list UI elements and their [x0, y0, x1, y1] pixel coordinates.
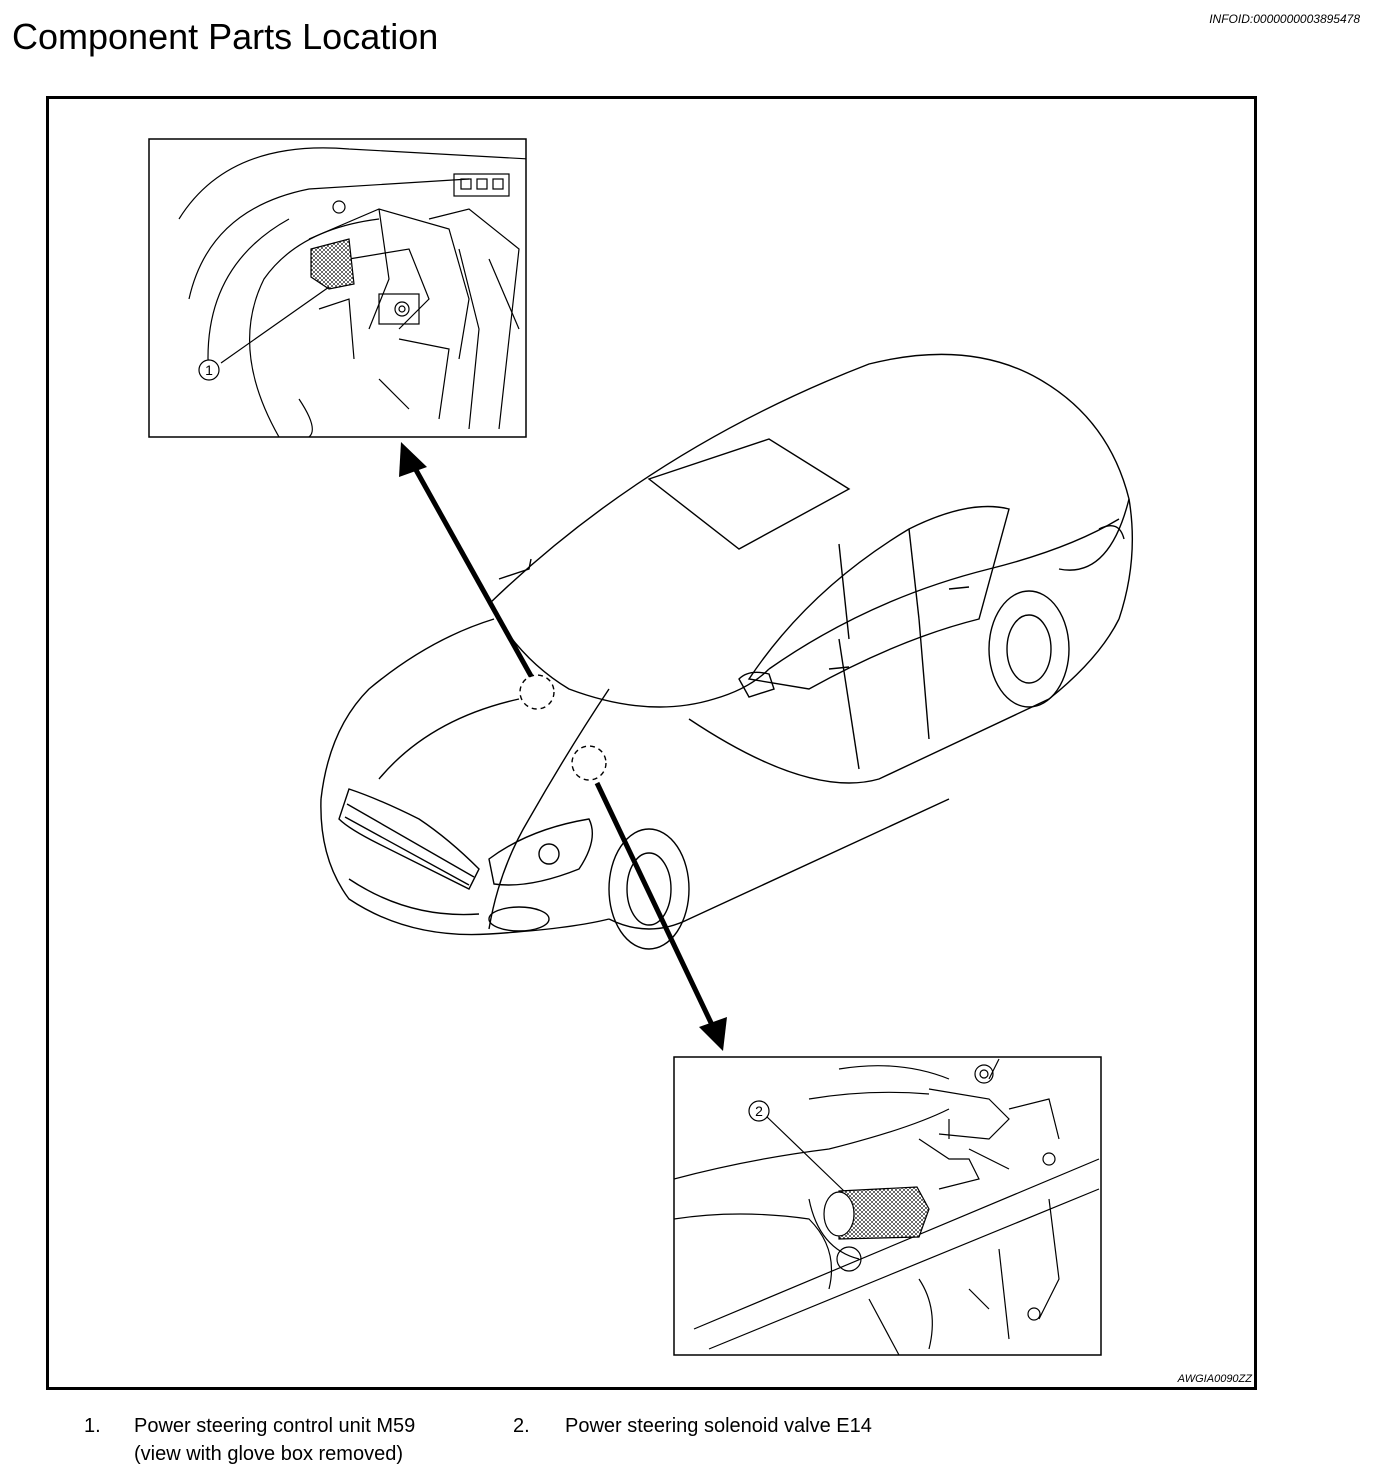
legend-line-1: Power steering solenoid valve E14 [565, 1415, 872, 1437]
locator-circle-1 [519, 674, 555, 710]
legend-number: 1. [84, 1415, 101, 1437]
callout-2-circle [748, 1100, 770, 1122]
legend-text: Power steering control unit M59 (view wi… [134, 1412, 415, 1468]
inset-1: 1 [148, 138, 527, 438]
power-steering-control-unit-shape [310, 238, 355, 290]
info-id: INFOID:0000000003895478 [1209, 12, 1360, 26]
callout-2-label: 2 [755, 1103, 763, 1119]
inset-2: 2 [673, 1056, 1102, 1356]
page-title: Component Parts Location [12, 16, 439, 57]
figure-code: AWGIA0090ZZ [1177, 1373, 1252, 1385]
legend-line-1: Power steering control unit M59 [134, 1415, 416, 1437]
legend-number: 2. [513, 1415, 530, 1437]
legend-line-2: (view with glove box removed) [134, 1443, 403, 1465]
vehicle-illustration [320, 353, 1134, 950]
callout-1-label: 1 [205, 362, 213, 378]
callout-1-circle [198, 359, 220, 381]
locator-circle-2 [571, 745, 607, 781]
legend-text: Power steering solenoid valve E14 [565, 1412, 872, 1440]
arrow-to-inset-1 [399, 442, 534, 678]
figure-frame: 1 [46, 96, 1257, 1390]
component-location-illustration: 1 [148, 138, 1134, 1356]
arrow-to-inset-2 [594, 781, 727, 1051]
